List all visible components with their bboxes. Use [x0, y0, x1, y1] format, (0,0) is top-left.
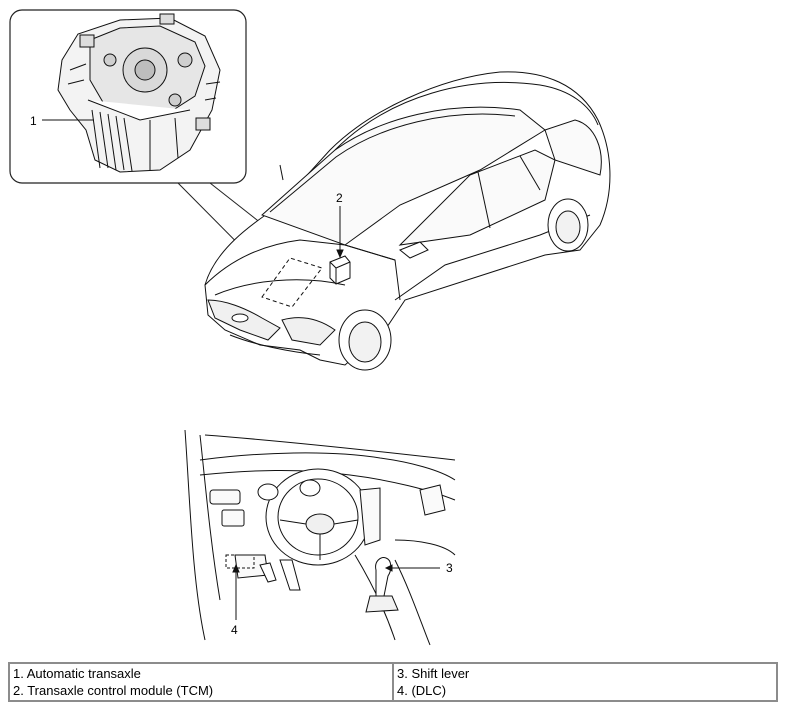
component-location-diagram — [9, 9, 611, 646]
legend-item-1: 1. Automatic transaxle — [13, 666, 141, 681]
legend-item-4: 4. (DLC) — [397, 683, 447, 698]
callout-3: 3 — [446, 561, 453, 575]
legend-column-right: 3. Shift lever 4. (DLC) — [392, 664, 776, 700]
callout-1: 1 — [30, 114, 37, 128]
legend-item-3: 3. Shift lever — [397, 666, 470, 681]
transaxle-inset — [9, 9, 319, 299]
legend-table: 1. Automatic transaxle 2. Transaxle cont… — [8, 662, 778, 702]
car-drawing — [204, 71, 611, 371]
interior-drawing — [184, 429, 456, 646]
tcm-module — [329, 206, 351, 285]
callout-4: 4 — [231, 623, 238, 637]
legend-column-left: 1. Automatic transaxle 2. Transaxle cont… — [10, 664, 392, 700]
legend-item-2: 2. Transaxle control module (TCM) — [13, 683, 214, 698]
transaxle-location-marker — [261, 257, 323, 308]
automatic-transaxle-drawing — [57, 13, 221, 173]
callout-2: 2 — [336, 191, 343, 205]
